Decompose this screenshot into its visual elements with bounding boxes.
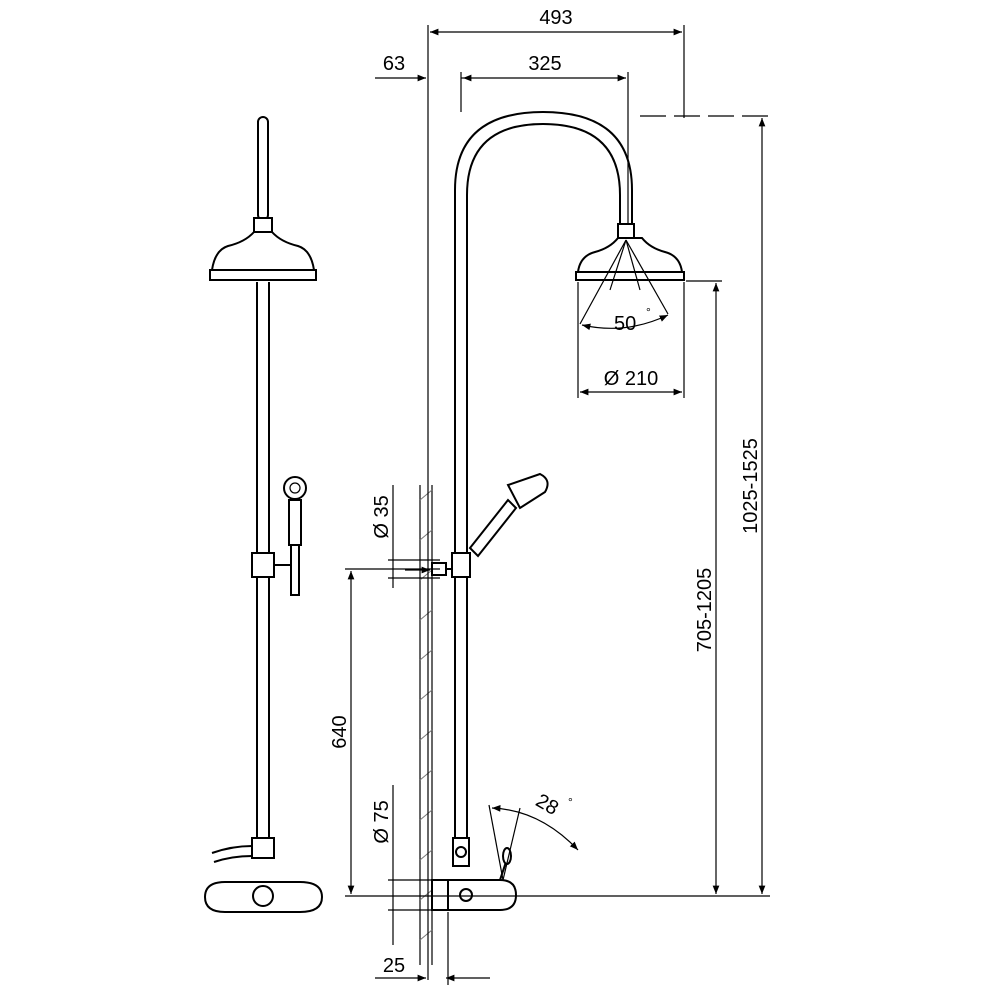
label-mixer-diameter: Ø 75 [371, 800, 393, 843]
gooseneck-inner [466, 122, 621, 850]
front-hand-shower-handle [288, 499, 302, 546]
spray-angle-arc [581, 314, 669, 331]
side-mixer-lever [499, 861, 507, 881]
label-overall-height: 1025-1525 [740, 438, 762, 534]
dimension-lines [345, 25, 770, 985]
label-overall-width: 493 [539, 7, 572, 29]
side-shower-head-rim [575, 271, 685, 281]
side-mixer-body [447, 879, 518, 911]
front-diverter [251, 837, 275, 859]
front-shower-head [210, 231, 316, 271]
front-shower-head-rim [209, 269, 317, 281]
lever-angle-arc [491, 804, 579, 851]
label-lever-angle-unit: ° [568, 795, 573, 809]
front-top-pipe [257, 116, 269, 221]
front-mixer-knob [252, 885, 274, 907]
spray-cone-left [579, 239, 627, 325]
front-view [203, 116, 324, 913]
label-arm-reach: 325 [528, 53, 561, 75]
front-hand-shower-head [283, 476, 307, 500]
label-bracket-spacing: 640 [329, 715, 351, 748]
label-bracket-diameter: Ø 35 [371, 495, 393, 538]
front-slide-bracket [251, 552, 275, 578]
wall-hatching [419, 489, 433, 941]
spray-cone-right [625, 239, 669, 315]
label-offset: 63 [383, 53, 405, 75]
label-head-height: 705-1205 [694, 568, 716, 653]
side-slide-bracket [451, 552, 471, 578]
label-spray-angle: 50 [614, 313, 636, 335]
mixer-wall-connector [431, 879, 449, 911]
label-spray-angle-unit: ° [646, 305, 651, 319]
side-view [419, 110, 685, 965]
side-hand-shower-head [506, 472, 549, 510]
label-lever-angle: 28 [532, 790, 562, 820]
label-wall-offset: 25 [383, 955, 405, 977]
front-head-connector [253, 217, 273, 233]
front-hose [211, 845, 253, 854]
side-hand-shower-handle [468, 498, 518, 558]
gooseneck-outer [454, 110, 633, 850]
label-head-diameter: Ø 210 [604, 368, 658, 390]
